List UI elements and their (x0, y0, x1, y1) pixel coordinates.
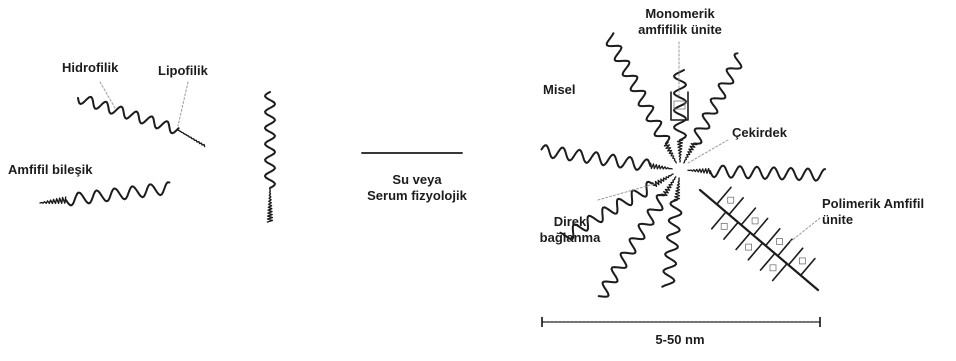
micelle-label: Misel (543, 82, 576, 98)
lipophilic-pointer (178, 82, 188, 126)
polymeric-cup-core (777, 239, 783, 245)
amphiphile-molecule-top (78, 97, 205, 147)
micelle-lipophilic-tail (688, 169, 710, 174)
direct-bond-label: Direk bağlanma (530, 214, 610, 246)
polymeric-cup-core (752, 218, 758, 224)
micelle-lipophilic-tail (674, 178, 679, 200)
direct-bond-label-line1: Direk (530, 214, 610, 230)
polymeric-cup (717, 187, 743, 214)
solvent-label-line1: Su veya (356, 172, 478, 188)
polymeric-cup-core (728, 197, 734, 203)
polymeric-amphiphile-unit (700, 187, 818, 290)
lipophilic-label: Lipofilik (158, 63, 208, 79)
polymeric-cup (741, 208, 767, 235)
core-label: Çekirdek (732, 125, 787, 141)
polymeric-cup (761, 253, 788, 280)
polymeric-cup-core (799, 258, 805, 264)
lipophilic-tail (40, 197, 66, 203)
monomeric-label-line2: amfifilik ünite (620, 22, 740, 38)
monomeric-unit-label: Monomerik amfifilik ünite (620, 6, 740, 38)
monomeric-label-line1: Monomerik (620, 6, 740, 22)
micelle-hydrophilic-chain (662, 200, 681, 287)
amphiphile-molecule-vertical (265, 92, 275, 222)
micelle-lipophilic-tail (684, 144, 697, 163)
solvent-label-line2: Serum fizyolojik (356, 188, 478, 204)
micelle-lipophilic-tail (678, 140, 683, 162)
micelle-hydrophilic-chain (674, 70, 686, 140)
solvent-label: Su veya Serum fizyolojik (356, 172, 478, 204)
hydrophilic-chain (66, 182, 169, 205)
micelle-lipophilic-tail (651, 163, 672, 169)
polymeric-label-line1: Polimerik Amfifil (822, 196, 924, 212)
lipophilic-tail (178, 130, 205, 147)
lipophilic-tail (267, 188, 272, 222)
micelle (542, 33, 826, 297)
micelle-hydrophilic-chain (542, 145, 651, 170)
micelle-hydrophilic-chain (607, 33, 670, 143)
polymeric-label-line2: ünite (822, 212, 924, 228)
amphiphile-molecule-bottom (40, 182, 169, 205)
hydrophilic-chain (78, 97, 179, 133)
amphiphile-compound-label: Amfifil bileşik (8, 162, 93, 178)
polymeric-cup (766, 229, 792, 256)
polymeric-cup (789, 248, 815, 275)
hydrophilic-label: Hidrofilik (62, 60, 118, 76)
micelle-hydrophilic-chain (710, 166, 825, 181)
direct-bond-label-line2: bağlanma (530, 230, 610, 246)
polymeric-cup (712, 212, 738, 239)
polymeric-cup-core (770, 265, 776, 271)
hydrophilic-chain (265, 92, 275, 188)
size-label: 5-50 nm (640, 332, 720, 348)
micelle-lipophilic-tail (664, 142, 676, 163)
polymeric-pointer (790, 218, 820, 242)
polymeric-cup-core (721, 223, 727, 229)
polymeric-cup-core (746, 244, 752, 250)
polymeric-unit-label: Polimerik Amfifil ünite (822, 196, 924, 228)
polymeric-cup (736, 233, 763, 260)
